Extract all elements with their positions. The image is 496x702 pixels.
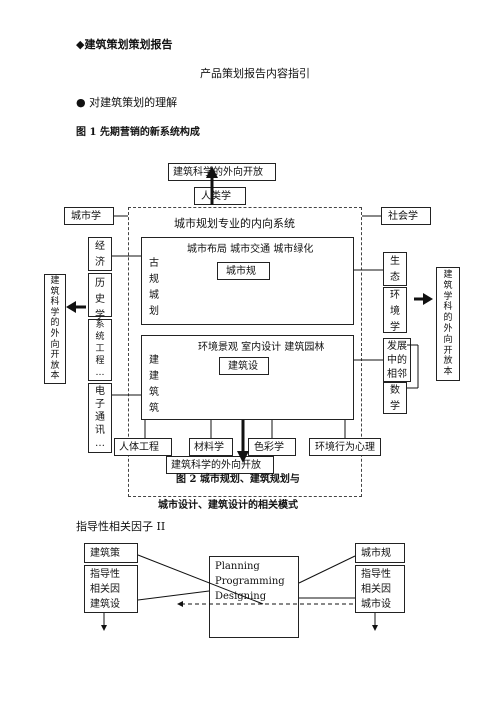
- left-col-economics-text: 经 济: [95, 241, 105, 268]
- sociology-box: 社会学: [381, 207, 431, 225]
- left-col-electronics: 电 子 通 讯 …: [88, 383, 112, 453]
- right-col-environment-text: 环 境 学: [390, 290, 400, 333]
- planning-ancient: 古 规 城 划: [149, 258, 159, 317]
- human-label: 人类学: [201, 191, 231, 202]
- left-arrow-icon: [66, 301, 86, 313]
- left-col-systems-text: 系 统 工 程 …: [95, 320, 105, 378]
- color-box: 色彩学: [248, 438, 296, 456]
- planning-center-box: 城市规: [217, 262, 270, 280]
- left-factor-line-3: 建筑设: [90, 599, 120, 610]
- report-subtitle: 产品策划报告内容指引: [200, 67, 310, 80]
- report-title: ◆建筑策划策划报告: [76, 38, 173, 51]
- right-col-environment: 环 境 学: [383, 287, 407, 333]
- process-line-programming: Programming: [215, 576, 285, 587]
- ergonomics-box: 人体工程: [114, 438, 172, 456]
- right-factor-line-3: 城市设: [361, 599, 391, 610]
- architecture-center-box: 建筑设: [219, 357, 269, 375]
- left-col-history-text: 历 史 学: [95, 278, 105, 321]
- process-line-designing: Designing: [215, 591, 267, 602]
- process-box: Planning Programming Designing: [209, 556, 299, 638]
- left-col-history: 历 史 学: [88, 273, 112, 321]
- architecture-inner-box: 环境景观 室内设计 建筑园林 建 建 筑 筑: [141, 335, 354, 420]
- planning-center-label: 城市规: [226, 266, 256, 277]
- right-col-ecology-text: 生 态: [390, 256, 400, 283]
- factors-label: 指导性相关因子 II: [76, 520, 166, 533]
- architecture-left: 建 建 筑 筑: [149, 355, 159, 414]
- urban-studies-label: 城市学: [71, 211, 101, 222]
- bottom-open-label: 建筑科学的外向开放: [171, 460, 261, 471]
- architecture-center-label: 建筑设: [228, 361, 258, 372]
- inner-system-label: 城市规划专业的内向系统: [174, 217, 295, 230]
- left-factor-line-2: 相关因: [90, 584, 120, 595]
- left-top-box: 建筑策: [84, 543, 138, 563]
- urban-studies-box: 城市学: [64, 207, 114, 225]
- right-col-math-text: 数 学: [390, 385, 400, 412]
- top-open-label: 建筑科学的外向开放: [173, 167, 263, 178]
- left-top-label: 建筑策: [90, 548, 120, 559]
- right-top-box: 城市规: [355, 543, 405, 563]
- figure1-caption: 图 1 先期营销的新系统构成: [76, 127, 200, 138]
- right-arrow-icon: [414, 293, 433, 305]
- env-psych-label: 环境行为心理: [315, 442, 375, 453]
- left-col-electronics-text: 电 子 通 讯 …: [95, 386, 105, 449]
- bottom-open-box: 建筑科学的外向开放: [166, 456, 274, 474]
- planning-topics: 城市布局 城市交通 城市绿化: [187, 244, 314, 255]
- right-col-ecology: 生 态: [383, 252, 407, 286]
- right-col-developing-text: 发展 中的 相邻: [387, 341, 407, 380]
- right-col-math: 数 学: [383, 382, 407, 414]
- outer-dashed-frame: [128, 207, 362, 497]
- materials-box: 材料学: [189, 438, 233, 456]
- materials-label: 材料学: [194, 442, 224, 453]
- top-open-box: 建筑科学的外向开放: [168, 163, 276, 181]
- figure2-caption-line2: 城市设计、建筑设计的相关模式: [158, 500, 298, 511]
- right-vertical-text: 建 筑 学 科 的 外 向 开 放 本: [443, 270, 453, 378]
- architecture-topics: 环境景观 室内设计 建筑园林: [198, 342, 325, 353]
- right-vertical-box: 建 筑 学 科 的 外 向 开 放 本: [436, 267, 460, 381]
- left-col-systems: 系 统 工 程 …: [88, 319, 112, 381]
- left-col-economics: 经 济: [88, 237, 112, 271]
- section-bullet: ● 对建筑策划的理解: [76, 96, 178, 109]
- left-factor-box: 指导性 相关因 建筑设: [84, 565, 138, 613]
- planning-inner-box: 城市布局 城市交通 城市绿化 古 规 城 划: [141, 237, 354, 325]
- process-line-planning: Planning: [215, 561, 260, 572]
- env-psych-box: 环境行为心理: [309, 438, 381, 456]
- right-factor-line-2: 相关因: [361, 584, 391, 595]
- left-factor-line-1: 指导性: [90, 569, 120, 580]
- ergonomics-label: 人体工程: [119, 442, 159, 453]
- right-top-label: 城市规: [361, 548, 391, 559]
- sociology-label: 社会学: [388, 211, 418, 222]
- right-factor-box: 指导性 相关因 城市设: [355, 565, 405, 613]
- figure2-caption-line1: 图 2 城市规划、建筑规划与: [176, 474, 300, 485]
- left-vertical-text: 建 筑 科 学 的 外 向 开 放 本: [50, 276, 60, 382]
- right-col-developing: 发展 中的 相邻: [383, 338, 411, 382]
- human-box: 人类学: [194, 187, 246, 205]
- right-factor-line-1: 指导性: [361, 569, 391, 580]
- left-vertical-box: 建 筑 科 学 的 外 向 开 放 本: [44, 274, 66, 384]
- color-label: 色彩学: [254, 442, 284, 453]
